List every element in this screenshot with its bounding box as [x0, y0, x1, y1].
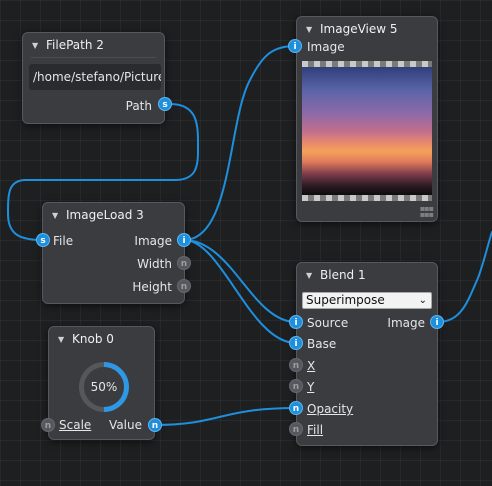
image-output-label: Image	[134, 234, 172, 248]
fill-input-label[interactable]: Fill	[307, 423, 324, 437]
collapse-chevron-icon[interactable]: ▼	[306, 270, 313, 280]
width-output-row: Width	[137, 255, 172, 273]
knob-node[interactable]: ▼ Knob 0 50% Scale Value	[48, 326, 155, 440]
imageview-input-row: Image	[307, 38, 345, 56]
collapse-chevron-icon[interactable]: ▼	[32, 40, 39, 50]
scale-input-label[interactable]: Scale	[59, 418, 92, 432]
blend-mode-select[interactable]: Superimpose ⌄	[302, 292, 432, 309]
blend-node[interactable]: ▼ Blend 1 Superimpose ⌄ Source Image Bas…	[296, 262, 438, 446]
y-input-port[interactable]: n	[289, 379, 303, 393]
collapse-chevron-icon[interactable]: ▼	[58, 334, 65, 344]
imageview-node-title: ImageView 5	[320, 22, 398, 36]
path-output-row: Path	[126, 97, 152, 115]
opacity-input-label[interactable]: Opacity	[307, 402, 354, 416]
base-input-label: Base	[307, 337, 337, 351]
width-output-port[interactable]: n	[177, 256, 191, 270]
imageload-node-title: ImageLoad 3	[66, 208, 144, 222]
value-output-row: Value	[109, 416, 142, 434]
imageview-input-label: Image	[307, 40, 345, 54]
scale-input-row: Scale	[59, 416, 91, 434]
transparency-strip-top	[302, 61, 432, 67]
wire-image-to-imageview	[183, 45, 296, 241]
x-input-port[interactable]: n	[289, 358, 303, 372]
blend-output-port[interactable]: i	[430, 315, 444, 329]
scale-input-port[interactable]: n	[41, 418, 55, 432]
filepath-node-title: FilePath 2	[46, 38, 104, 52]
blend-output-row: Image	[387, 314, 425, 332]
width-output-label: Width	[137, 257, 172, 271]
base-input-port[interactable]: i	[289, 336, 303, 350]
wire-blend-out	[437, 231, 492, 323]
sunset-photo-image	[302, 67, 432, 195]
fill-input-row: Fill	[307, 421, 323, 439]
blend-mode-value: Superimpose	[306, 293, 385, 307]
filepath-node-header[interactable]: ▼ FilePath 2	[23, 33, 164, 57]
image-output-row: Image	[134, 232, 172, 250]
filepath-node[interactable]: ▼ FilePath 2 /home/stefano/Pictures/ Pat…	[22, 32, 165, 124]
collapse-chevron-icon[interactable]: ▼	[52, 210, 59, 220]
value-output-port[interactable]: n	[148, 418, 162, 432]
knob-node-header[interactable]: ▼ Knob 0	[49, 327, 154, 351]
opacity-input-row: Opacity	[307, 400, 353, 418]
path-output-port[interactable]: s	[158, 97, 172, 111]
imageview-input-port[interactable]: i	[288, 39, 302, 53]
file-input-label: File	[53, 234, 74, 248]
imageview-node[interactable]: ▼ ImageView 5 Image ▪▪▪▪▪▪	[296, 16, 438, 222]
path-output-label: Path	[125, 99, 152, 113]
imageview-node-header[interactable]: ▼ ImageView 5	[297, 17, 437, 41]
image-output-port[interactable]: i	[177, 233, 191, 247]
path-input[interactable]: /home/stefano/Pictures/	[29, 64, 161, 90]
file-input-row: File	[53, 232, 73, 250]
blend-node-header[interactable]: ▼ Blend 1	[297, 263, 437, 287]
opacity-input-port[interactable]: n	[289, 401, 303, 415]
knob-dial[interactable]: 50%	[79, 362, 129, 412]
value-output-label: Value	[109, 418, 142, 432]
source-input-row: Source	[307, 314, 348, 332]
wire-value-to-opacity	[154, 407, 297, 426]
blend-node-title: Blend 1	[320, 268, 366, 282]
imageload-node-header[interactable]: ▼ ImageLoad 3	[43, 203, 184, 227]
transparency-strip-bottom	[302, 195, 432, 201]
image-preview	[302, 61, 432, 201]
header-divider	[31, 57, 156, 58]
height-output-port[interactable]: n	[177, 279, 191, 293]
x-input-label[interactable]: X	[307, 359, 316, 373]
file-input-port[interactable]: s	[36, 233, 50, 247]
height-output-row: Height	[132, 278, 172, 296]
collapse-chevron-icon[interactable]: ▼	[306, 24, 313, 34]
source-input-port[interactable]: i	[289, 315, 303, 329]
x-input-row: X	[307, 357, 315, 375]
knob-node-title: Knob 0	[72, 332, 114, 346]
height-output-label: Height	[132, 280, 172, 294]
y-input-row: Y	[307, 378, 314, 396]
wire-image-to-base	[183, 239, 297, 344]
base-input-row: Base	[307, 335, 336, 353]
y-input-label[interactable]: Y	[307, 380, 315, 394]
wire-image-to-source	[183, 239, 297, 323]
resize-grip-icon[interactable]: ▪▪▪▪▪▪	[419, 204, 434, 219]
chevron-down-icon: ⌄	[418, 295, 427, 306]
blend-output-label: Image	[387, 316, 425, 330]
fill-input-port[interactable]: n	[289, 422, 303, 436]
source-input-label: Source	[307, 316, 349, 330]
knob-value-text: 50%	[84, 367, 124, 407]
imageload-node[interactable]: ▼ ImageLoad 3 File Image Width Height	[42, 202, 185, 304]
